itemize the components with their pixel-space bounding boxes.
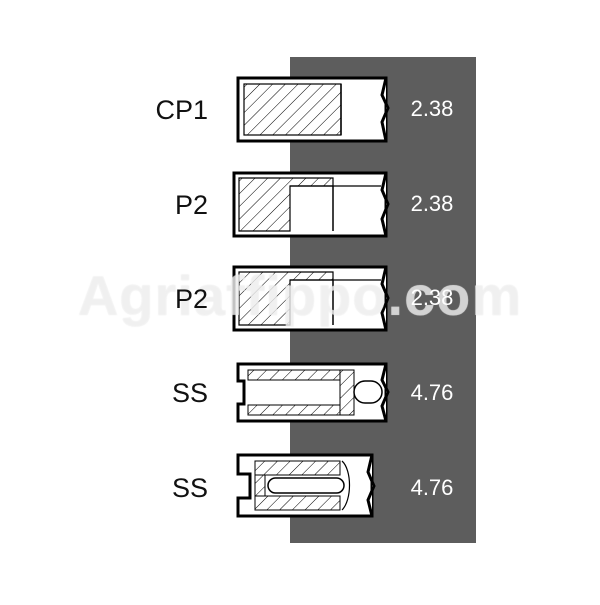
- ring-width-cp1: 2.38: [410, 96, 454, 121]
- ring-label-ss-a: SS: [171, 378, 208, 408]
- ring-width-ss-a: 4.76: [410, 380, 454, 405]
- ring-section-ss-b: [236, 453, 376, 518]
- ring-label-cp1: CP1: [155, 95, 208, 125]
- ring-section-p2-a: [232, 171, 390, 238]
- ring-section-cp1: [236, 76, 390, 143]
- ring-label-p2-b: P2: [174, 284, 208, 314]
- watermark: Agriaffippo.com: [77, 264, 523, 327]
- ring-label-p2-a: P2: [174, 190, 208, 220]
- ring-width-p2-a: 2.38: [410, 191, 454, 216]
- ring-width-p2-b: 2.38: [410, 285, 454, 310]
- ring-width-ss-b: 4.76: [410, 475, 454, 500]
- ring-label-ss-b: SS: [171, 473, 208, 503]
- ring-section-ss-a: [236, 362, 390, 423]
- ring-section-p2-b: [232, 265, 390, 332]
